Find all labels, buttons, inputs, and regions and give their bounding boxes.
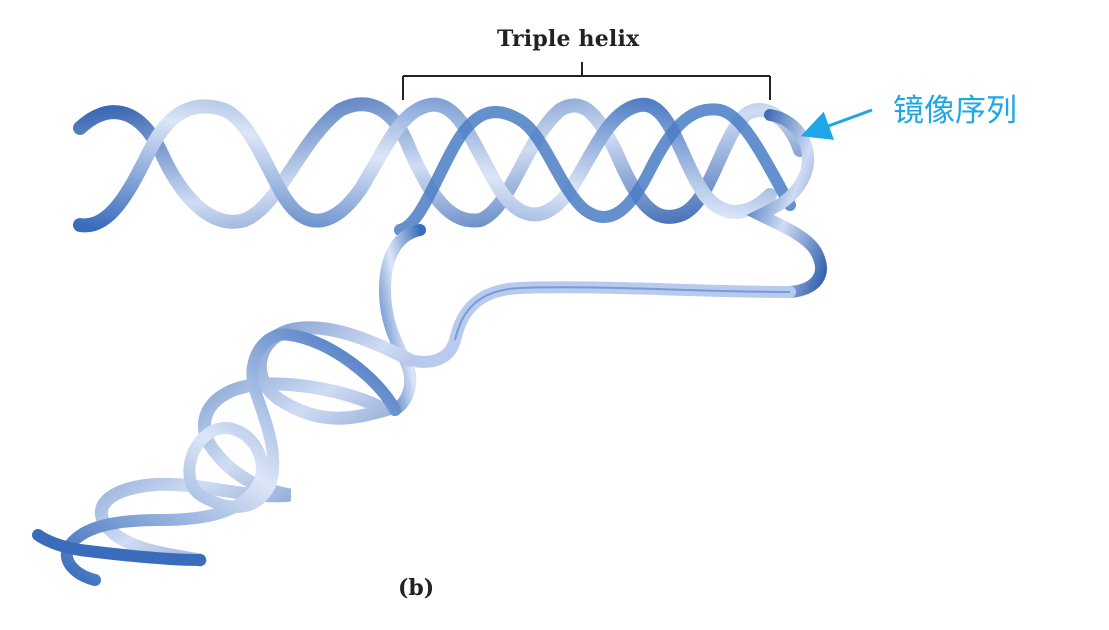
- lower-helix-tail: [32, 529, 206, 566]
- annotation-arrow: [800, 108, 873, 140]
- mirror-sequence-label: 镜像序列: [893, 93, 1017, 129]
- triple-helix-label: Triple helix: [497, 26, 640, 52]
- triple-helix-bracket: [402, 62, 771, 100]
- lower-helix-strand-2: [60, 328, 401, 586]
- upper-helix-strand-1: [73, 97, 807, 229]
- panel-label: (b): [398, 575, 435, 601]
- mirror-loop: [746, 109, 827, 298]
- linker-ribbon: [404, 281, 796, 368]
- upper-helix-strand-3: [394, 103, 796, 236]
- linker-ribbon-edge: [454, 286, 791, 341]
- descending-ribbon: [378, 224, 426, 416]
- upper-helix-strand-2: [73, 97, 777, 233]
